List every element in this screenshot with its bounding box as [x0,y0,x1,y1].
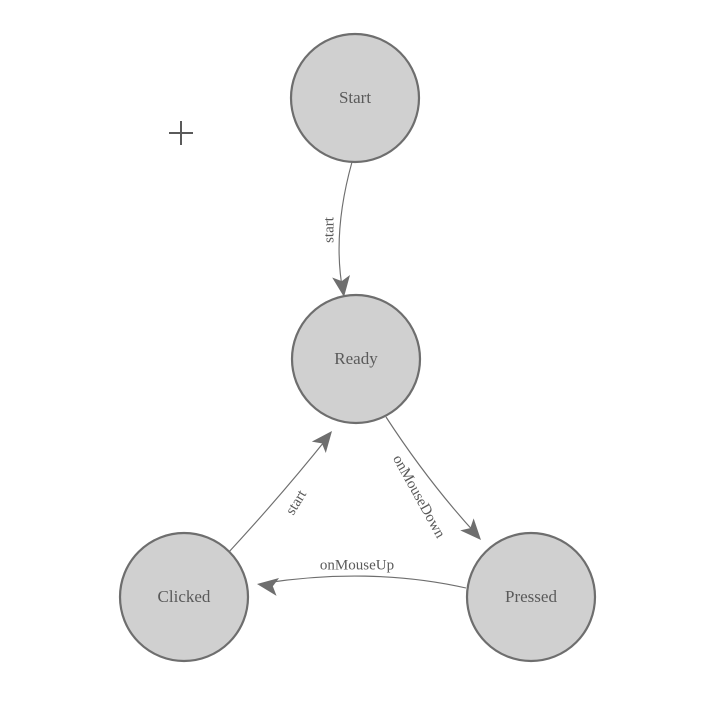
edge-line-pressed-to-clicked [264,575,467,589]
edge-label-start-to-ready: start [321,216,337,243]
edge-line-ready-to-pressed [385,416,477,535]
arrow-head-icon-start-to-ready [332,274,350,297]
edge-pressed-to-clicked[interactable]: onMouseUp [256,557,467,596]
node-start[interactable]: Start [289,32,421,164]
node-shape-pressed[interactable] [465,531,597,663]
plus-marker [169,121,193,145]
arrow-head-icon-ready-to-pressed [460,518,481,540]
edge-line-start-to-ready [338,161,353,293]
edge-ready-to-pressed[interactable]: onMouseDown [385,416,488,546]
node-label-ready: Ready [334,349,378,368]
node-clicked[interactable]: Clicked [118,531,250,663]
edge-label-pressed-to-clicked: onMouseUp [320,557,394,573]
arrow-head-icon-clicked-to-ready [311,431,332,453]
node-label-pressed: Pressed [505,587,557,606]
node-pressed[interactable]: Pressed [465,531,597,663]
node-label-start: Start [339,88,371,107]
markers-layer [169,121,193,145]
node-shape-start[interactable] [289,32,421,164]
node-label-clicked: Clicked [158,587,211,606]
node-shape-clicked[interactable] [118,531,250,663]
edge-label-clicked-to-ready: start [283,487,310,518]
edge-clicked-to-ready[interactable]: start [227,425,339,554]
edge-line-clicked-to-ready [227,436,329,554]
edge-start-to-ready[interactable]: start [321,161,353,298]
node-ready[interactable]: Ready [290,293,422,425]
arrow-head-icon-pressed-to-clicked [257,578,280,596]
node-shape-ready[interactable] [290,293,422,425]
edge-label-ready-to-pressed: onMouseDown [389,452,448,541]
